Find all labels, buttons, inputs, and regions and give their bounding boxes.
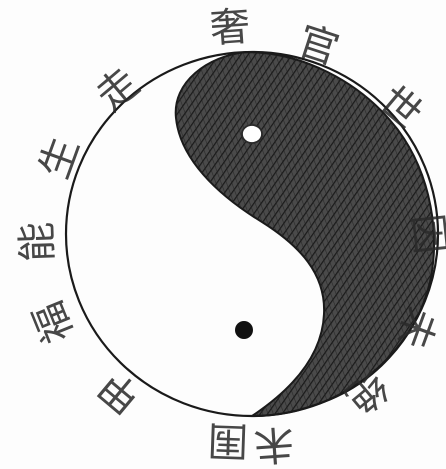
ring-character-bottom-center: 围 <box>207 419 248 460</box>
light-dot <box>242 125 262 143</box>
ring-character-top: 奢 <box>209 7 252 50</box>
dark-dot <box>235 321 253 339</box>
ring-character-bottom: 未 <box>253 423 296 466</box>
ring-character-right: 因 <box>406 212 446 256</box>
ring-character-left: 能 <box>17 221 58 262</box>
